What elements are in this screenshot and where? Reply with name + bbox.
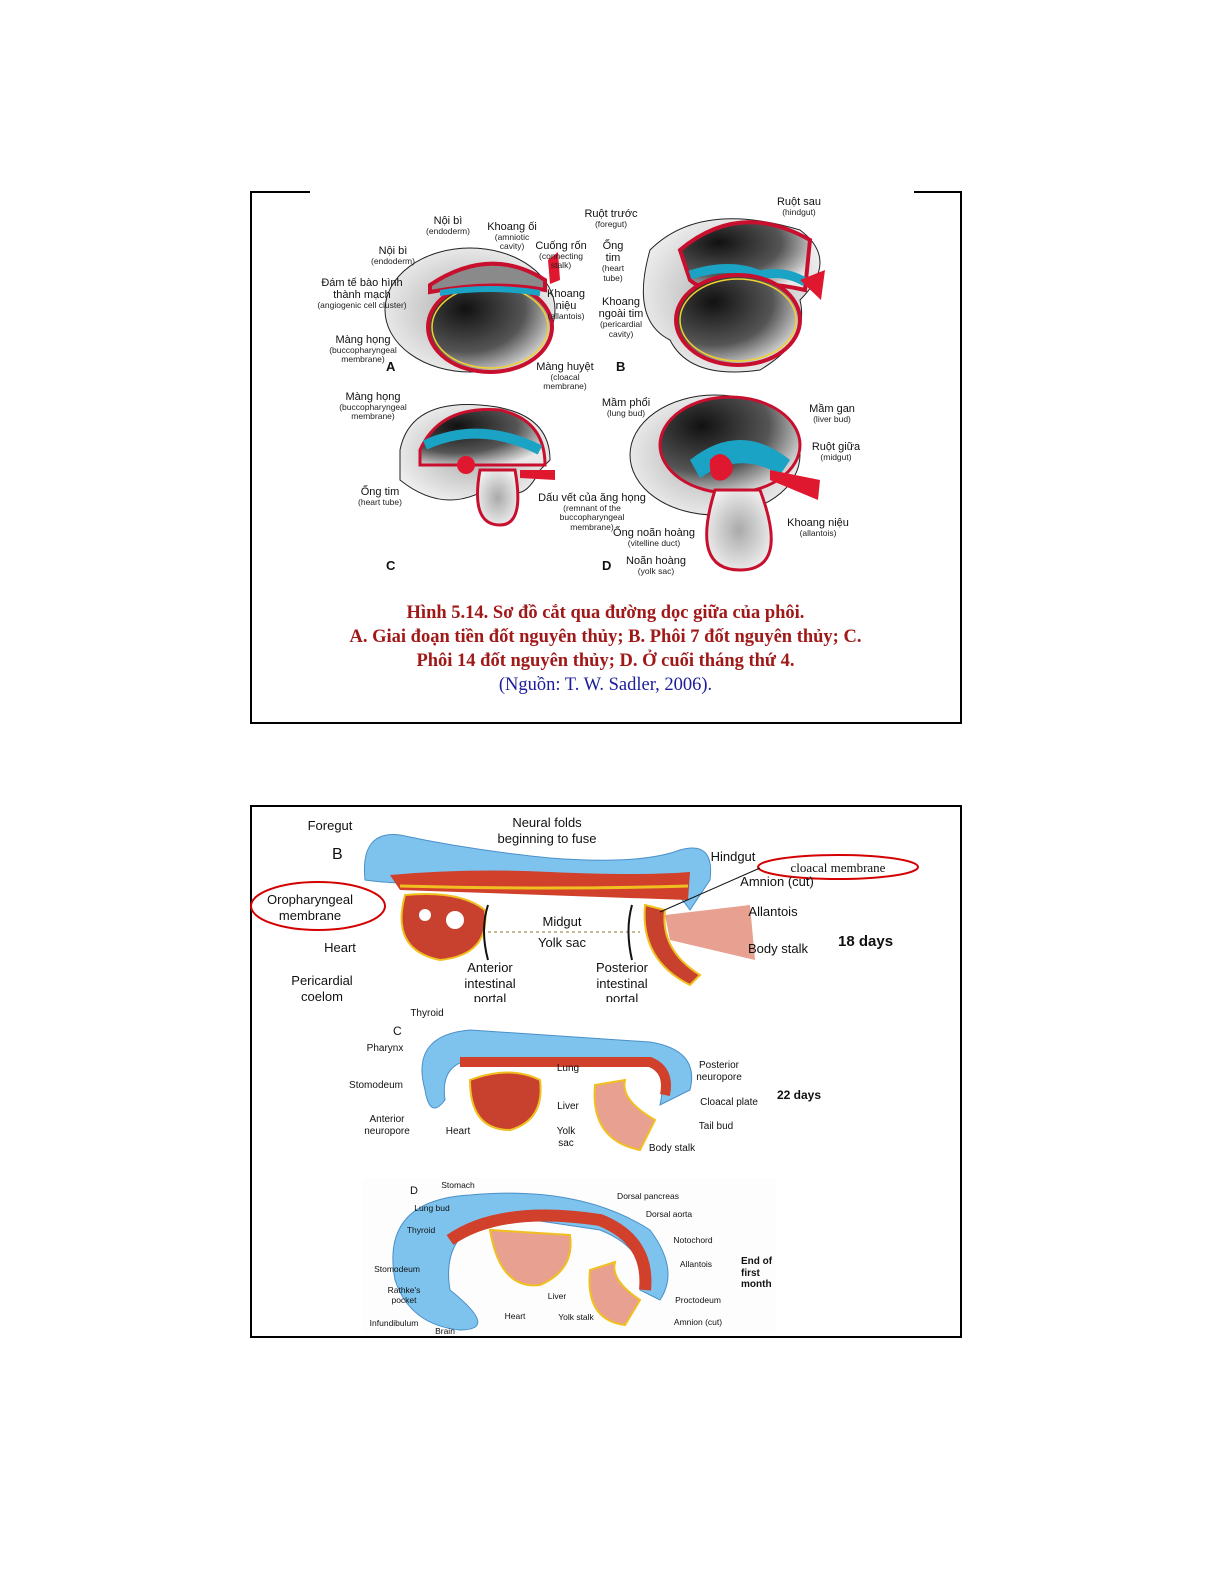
label-notochord: Notochord <box>673 1235 713 1245</box>
panel-letter-d-2: D <box>410 1185 418 1197</box>
panel-letter-a: A <box>386 359 396 374</box>
label-liver-c: Liver <box>557 1101 579 1112</box>
label-cloacal-membrane-b: cloacal membrane <box>790 860 886 875</box>
label-vitelline-duct: Ống noãn hoàng(vitelline duct) <box>613 527 695 549</box>
label-foregut: Ruột trước(foregut) <box>584 208 638 230</box>
label-amniotic-cavity: Khoang ối(amniotic cavity) <box>487 221 537 252</box>
label-anterior-portal: Anterior intestinal portal <box>464 960 516 1002</box>
label-tail-bud: Tail bud <box>698 1121 734 1132</box>
label-brain: Brain <box>435 1326 455 1336</box>
label-anterior-neuropore: Anterior neuropore <box>364 1114 410 1137</box>
label-stomodeum-c: Stomodeum <box>349 1080 403 1091</box>
label-stomach: Stomach <box>441 1180 475 1190</box>
label-angiogenic-cluster: Đám tế bào hình thành mạch(angiogenic ce… <box>317 277 407 311</box>
highlight-cloacal-membrane <box>757 854 919 880</box>
label-heart-d: Heart <box>504 1311 526 1321</box>
label-allantois-a: Khoang niệu(allantois) <box>547 288 585 322</box>
label-pharynx: Pharynx <box>366 1043 404 1054</box>
age-22-days: 22 days <box>777 1088 822 1102</box>
label-endoderm-top: Nội bì(endoderm) <box>426 215 470 237</box>
label-yolk-stalk: Yolk stalk <box>558 1312 594 1322</box>
label-connecting-stalk: Cuống rốn(connecting stalk) <box>535 240 587 271</box>
label-lung-bud-d: Lung bud <box>414 1203 450 1213</box>
label-stomodeum-d: Stomodeum <box>374 1264 420 1274</box>
label-lung-bud: Mầm phổi(lung bud) <box>601 397 651 419</box>
label-neural-folds: Neural folds beginning to fuse <box>497 815 597 846</box>
label-foregut-b: Foregut <box>307 818 353 833</box>
caption-line-1: Hình 5.14. Sơ đồ cắt qua đường dọc giữa … <box>406 603 805 623</box>
label-buccopharyngeal-c: Màng họng(buccopharyngeal membrane) <box>339 391 407 422</box>
label-cloacal-membrane-a: Màng huyệt(cloacal membrane) <box>536 361 594 392</box>
label-liver-d: Liver <box>547 1291 567 1301</box>
caption-source: (Nguồn: T. W. Sadler, 2006). <box>498 675 713 695</box>
label-thyroid-c: Thyroid <box>410 1008 444 1019</box>
label-heart-c: Heart <box>445 1126 471 1137</box>
panel-letter-b-2: B <box>332 846 343 863</box>
age-end-first-month: End of first month <box>741 1256 773 1290</box>
panel-letter-d: D <box>602 558 612 573</box>
embryo-22-days <box>421 1029 693 1152</box>
label-body-stalk-b: Body stalk <box>748 941 808 956</box>
age-18-days: 18 days <box>838 933 894 950</box>
label-endoderm-left: Nội bì(endoderm) <box>371 245 415 267</box>
label-proctodeum: Proctodeum <box>675 1295 721 1305</box>
label-amnion-b: Amnion (cut) <box>740 874 814 889</box>
label-allantois-d2: Allantois <box>679 1259 713 1269</box>
figure2-frame <box>250 805 962 1338</box>
frame-gap <box>310 189 914 193</box>
label-allantois-b: Allantois <box>748 904 798 919</box>
label-cloacal-plate: Cloacal plate <box>700 1097 758 1108</box>
label-hindgut-b: Hindgut <box>710 849 756 864</box>
embryo-18-days <box>363 834 755 987</box>
label-dorsal-aorta: Dorsal aorta <box>645 1209 693 1219</box>
label-body-stalk-c: Body stalk <box>648 1143 696 1154</box>
label-allantois-d: Khoang niệu(allantois) <box>787 517 849 539</box>
label-yolk-sac-c: Yolk sac <box>556 1126 576 1149</box>
label-liver-bud: Mầm gan(liver bud) <box>809 403 855 425</box>
label-heart-tube-b: Ống tim(heart tube) <box>601 240 625 283</box>
embryo-c <box>399 404 555 527</box>
caption-line-2: A. Giai đoạn tiền đốt nguyên thủy; B. Ph… <box>349 627 862 647</box>
label-yolk-sac-d: Noãn hoàng(yolk sac) <box>626 555 686 577</box>
label-oropharyngeal: Oropharyngeal membrane <box>267 892 353 923</box>
panel-letter-c: C <box>386 558 396 573</box>
label-heart-b: Heart <box>324 940 356 955</box>
label-thyroid-d: Thyroid <box>406 1225 436 1235</box>
label-posterior-portal: Posterior intestinal portal <box>595 960 649 1002</box>
label-infundibulum: Infundibulum <box>369 1318 419 1328</box>
embryo-a <box>384 247 560 374</box>
panel-letter-b: B <box>616 359 626 374</box>
label-hindgut: Ruột sau(hindgut) <box>776 196 822 218</box>
label-midgut-b: Midgut <box>542 914 582 929</box>
label-pericardial-cavity: Khoang ngoài tim(pericardial cavity) <box>598 296 644 339</box>
embryo-end-first-month <box>392 1192 669 1331</box>
highlight-oropharyngeal <box>250 881 386 931</box>
label-midgut: Ruột giữa(midgut) <box>811 441 861 463</box>
label-remnant-membrane: Dấu vết của ăng họng(remnant of the bucc… <box>538 492 646 532</box>
panel-letter-c-2: C <box>393 1024 402 1038</box>
figure1-diagram <box>384 218 825 572</box>
label-rathke-pocket: Rathke's pocket <box>387 1285 421 1306</box>
label-pericardial-coelom: Pericardial coelom <box>291 973 353 1004</box>
label-posterior-neuropore: Posterior neuropore <box>696 1060 742 1083</box>
label-amnion-d: Amnion (cut) <box>673 1317 723 1327</box>
label-yolk-sac-b: Yolk sac <box>538 935 586 950</box>
embryo-b <box>642 218 825 373</box>
label-lung: Lung <box>556 1063 580 1074</box>
label-dorsal-pancreas: Dorsal pancreas <box>617 1191 679 1201</box>
label-buccopharyngeal-a: Màng họng(buccopharyngeal membrane) <box>329 334 397 365</box>
caption-line-3: Phôi 14 đốt nguyên thủy; D. Ở cuối tháng… <box>416 651 795 671</box>
label-heart-tube-c: Ống tim(heart tube) <box>358 486 402 508</box>
embryo-d <box>629 394 820 572</box>
